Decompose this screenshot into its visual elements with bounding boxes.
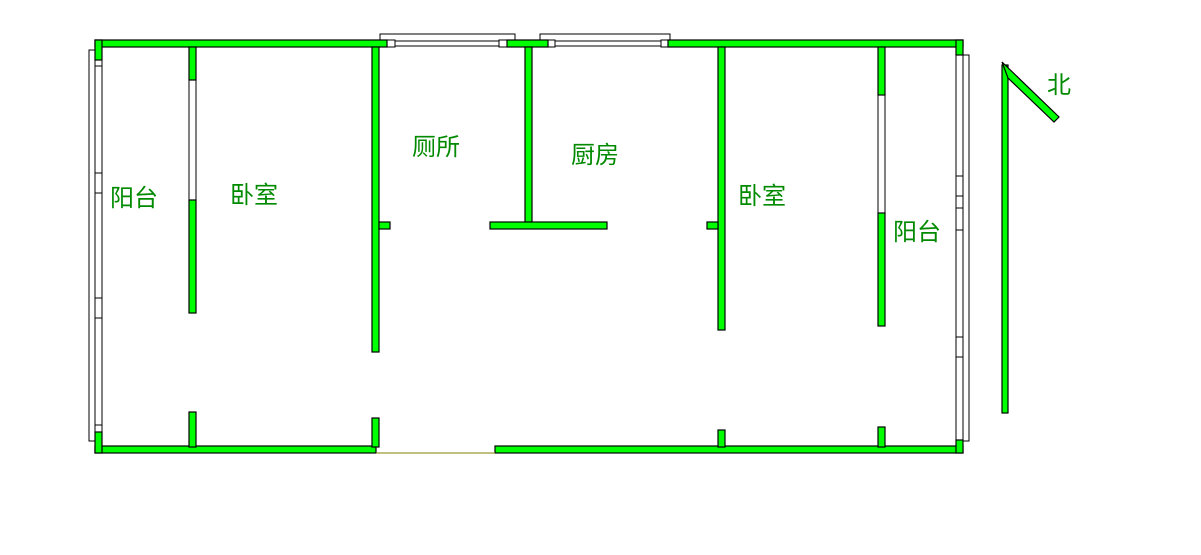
- room-label-balcony-west: 阳台: [110, 184, 158, 212]
- glass-partition-east: [877, 94, 886, 214]
- window-west-balcony: [88, 49, 103, 442]
- room-label-bedroom-west: 卧室: [230, 181, 278, 209]
- window-east-balcony: [955, 54, 970, 442]
- room-label-toilet: 厕所: [412, 133, 460, 161]
- window-toilet: [379, 33, 516, 48]
- compass-label: 北: [1047, 71, 1071, 99]
- north-arrow-icon: [1001, 61, 1060, 414]
- window-kitchen: [539, 33, 671, 48]
- room-label-bedroom-east: 卧室: [738, 182, 786, 210]
- glass-partition-west: [188, 79, 197, 201]
- room-label-kitchen: 厨房: [571, 141, 619, 169]
- room-label-balcony-east: 阳台: [893, 218, 941, 246]
- walls: [94, 39, 964, 454]
